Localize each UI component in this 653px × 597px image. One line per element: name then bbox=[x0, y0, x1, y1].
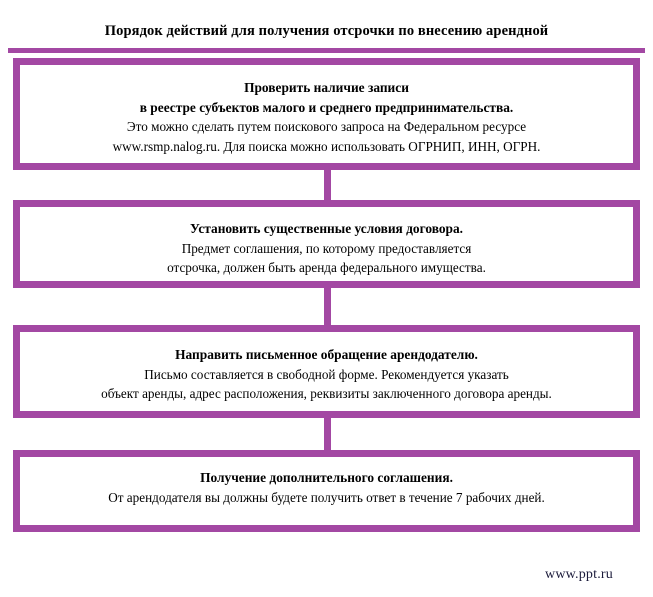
flow-step-3-line-2: Письмо составляется в свободной форме. Р… bbox=[144, 366, 509, 382]
title-underline-rule bbox=[8, 48, 645, 53]
flow-step-1-line-3: Это можно сделать путем поискового запро… bbox=[126, 119, 527, 134]
flow-step-3-text: Направить письменное обращение арендодат… bbox=[20, 345, 633, 404]
flow-step-3-line-1: Направить письменное обращение арендодат… bbox=[175, 347, 478, 362]
flow-step-4-line-1: Получение дополнительного соглашения. bbox=[200, 470, 453, 485]
flow-step-3-line-3: объект аренды, адрес расположения, рекви… bbox=[101, 386, 552, 401]
flow-step-box-1: Проверить наличие записи в реестре субъе… bbox=[13, 58, 640, 170]
flow-step-2-line-1: Установить существенные условия договора… bbox=[189, 221, 464, 236]
footer-watermark: www.ppt.ru bbox=[545, 567, 613, 582]
flow-step-1-line-4: www.rsmp.nalog.ru. Для поиска можно испо… bbox=[112, 138, 541, 154]
flow-step-4-line-2: От арендодателя вы должны будете получит… bbox=[108, 489, 545, 505]
flow-step-2-text: Установить существенные условия договора… bbox=[20, 219, 633, 278]
flow-step-4-text: Получение дополнительного соглашения. От… bbox=[20, 468, 633, 507]
flow-step-box-3: Направить письменное обращение арендодат… bbox=[13, 325, 640, 418]
connector-step-3-to-4 bbox=[324, 418, 331, 451]
flow-step-box-2: Установить существенные условия договора… bbox=[13, 200, 640, 288]
flow-step-1-line-1: Проверить наличие записи bbox=[244, 80, 409, 95]
connector-step-1-to-2 bbox=[324, 170, 331, 201]
page-title: Порядок действий для получения отсрочки … bbox=[104, 23, 549, 39]
connector-step-2-to-3 bbox=[324, 288, 331, 326]
flow-step-2-line-3: отсрочка, должен быть аренда федеральног… bbox=[167, 260, 486, 275]
flow-step-1-text: Проверить наличие записи в реестре субъе… bbox=[20, 78, 633, 156]
flow-step-box-4: Получение дополнительного соглашения. От… bbox=[13, 450, 640, 532]
flow-step-2-line-2: Предмет соглашения, по которому предоста… bbox=[181, 240, 472, 256]
flow-step-1-line-2: в реестре субъектов малого и среднего пр… bbox=[139, 99, 514, 115]
